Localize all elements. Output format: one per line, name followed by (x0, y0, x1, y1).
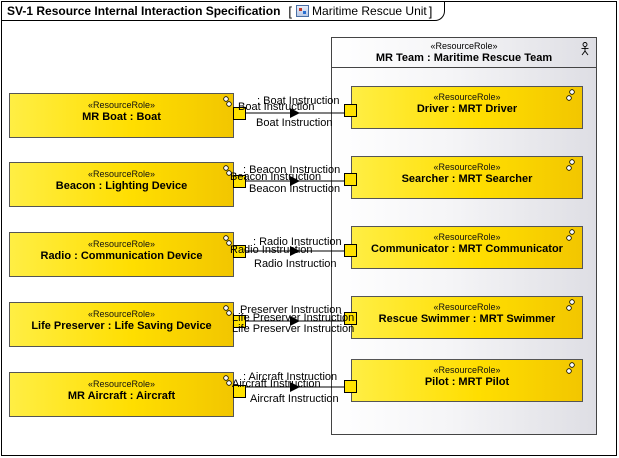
flow-arrow (290, 246, 300, 256)
flow-label: Preserver Instruction (240, 304, 342, 316)
member-name: Pilot : MRT Pilot (424, 376, 510, 388)
member-pilot[interactable]: «ResourceRole» Pilot : MRT Pilot (351, 359, 583, 402)
item-label: Aircraft Instruction (250, 393, 339, 405)
member-stereotype: «ResourceRole» (433, 162, 501, 172)
actor-icon (223, 235, 232, 246)
port[interactable] (344, 244, 357, 257)
frame-title: SV-1 Resource Internal Interaction Speci… (7, 4, 281, 18)
role-life-preserver[interactable]: «ResourceRole» Life Preserver : Life Sav… (9, 302, 234, 347)
role-name: Life Preserver : Life Saving Device (31, 320, 212, 332)
role-name: MR Boat : Boat (82, 111, 161, 123)
frame-tab: SV-1 Resource Internal Interaction Speci… (2, 2, 446, 21)
member-stereotype: «ResourceRole» (433, 365, 501, 375)
item-label: Boat Instruction (256, 117, 333, 129)
role-mr-aircraft[interactable]: «ResourceRole» MR Aircraft : Aircraft (9, 372, 234, 417)
role-radio[interactable]: «ResourceRole» Radio : Communication Dev… (9, 232, 234, 277)
context-open-bracket: [ (288, 3, 293, 19)
port-label: Radio Instruction (230, 244, 313, 256)
role-stereotype: «ResourceRole» (87, 379, 156, 389)
port-label: Aircraft Instruction (232, 378, 321, 390)
actor-icon (223, 165, 232, 176)
team-stereotype: «ResourceRole» (430, 41, 498, 51)
role-beacon[interactable]: «ResourceRole» Beacon : Lighting Device (9, 162, 234, 207)
flow-arrow (290, 108, 300, 118)
flow-label: : Aircraft Instruction (243, 371, 338, 383)
role-name: MR Aircraft : Aircraft (67, 390, 176, 402)
role-stereotype: «ResourceRole» (87, 169, 156, 179)
actor-icon (223, 375, 232, 386)
port-label: Beacon Instruction (230, 171, 322, 183)
port[interactable] (233, 245, 246, 258)
flow-arrow (290, 176, 300, 186)
flow-label: : Radio Instruction (253, 236, 342, 248)
flow-label: : Beacon Instruction (243, 164, 341, 176)
actor-icon (566, 299, 575, 311)
port[interactable] (233, 385, 246, 398)
role-stereotype: «ResourceRole» (87, 239, 156, 249)
port[interactable] (233, 315, 246, 328)
member-name: Driver : MRT Driver (416, 103, 518, 115)
member-communicator[interactable]: «ResourceRole» Communicator : MRT Commun… (351, 226, 583, 269)
port[interactable] (233, 107, 246, 120)
role-stereotype: «ResourceRole» (87, 309, 156, 319)
port[interactable] (344, 312, 357, 325)
port-label: Life Preserver Instruction (232, 312, 355, 324)
team-header: «ResourceRole» MR Team : Maritime Rescue… (332, 38, 596, 68)
context-label: Maritime Rescue Unit (312, 4, 427, 18)
actor-icon (223, 96, 232, 107)
actor-icon (566, 159, 575, 171)
port[interactable] (233, 175, 246, 188)
actor-icon (566, 362, 575, 374)
actor-icon (566, 229, 575, 241)
item-label: Radio Instruction (254, 258, 337, 270)
member-name: Searcher : MRT Searcher (401, 173, 533, 185)
actor-icon (223, 305, 232, 316)
team-name: MR Team : Maritime Rescue Team (375, 52, 553, 64)
flow-arrow (290, 316, 300, 326)
context-close-bracket: ] (428, 3, 433, 19)
role-stereotype: «ResourceRole» (87, 100, 156, 110)
actor-icon (581, 42, 589, 56)
member-searcher[interactable]: «ResourceRole» Searcher : MRT Searcher (351, 156, 583, 199)
flow-label: : Boat Instruction (257, 95, 340, 107)
member-stereotype: «ResourceRole» (433, 232, 501, 242)
member-driver[interactable]: «ResourceRole» Driver : MRT Driver (351, 86, 583, 129)
member-name: Rescue Swimmer : MRT Swimmer (378, 313, 556, 325)
item-label: Beacon Instruction (249, 183, 341, 195)
port-label: Boat Instruction (238, 101, 315, 113)
actor-icon (566, 89, 575, 101)
member-stereotype: «ResourceRole» (433, 92, 501, 102)
flow-arrow (290, 382, 300, 392)
diagram-icon (296, 5, 310, 17)
port[interactable] (344, 380, 357, 393)
role-name: Beacon : Lighting Device (55, 180, 188, 192)
port[interactable] (344, 173, 357, 186)
member-stereotype: «ResourceRole» (433, 302, 501, 312)
item-label: Life Preserver Instruction (232, 323, 355, 335)
role-name: Radio : Communication Device (40, 250, 203, 262)
frame-context: [ Maritime Rescue Unit ] (286, 4, 434, 19)
member-name: Communicator : MRT Communicator (371, 243, 563, 255)
member-rescue-swimmer[interactable]: «ResourceRole» Rescue Swimmer : MRT Swim… (351, 296, 583, 339)
port[interactable] (344, 104, 357, 117)
role-mr-boat[interactable]: «ResourceRole» MR Boat : Boat (9, 93, 234, 138)
